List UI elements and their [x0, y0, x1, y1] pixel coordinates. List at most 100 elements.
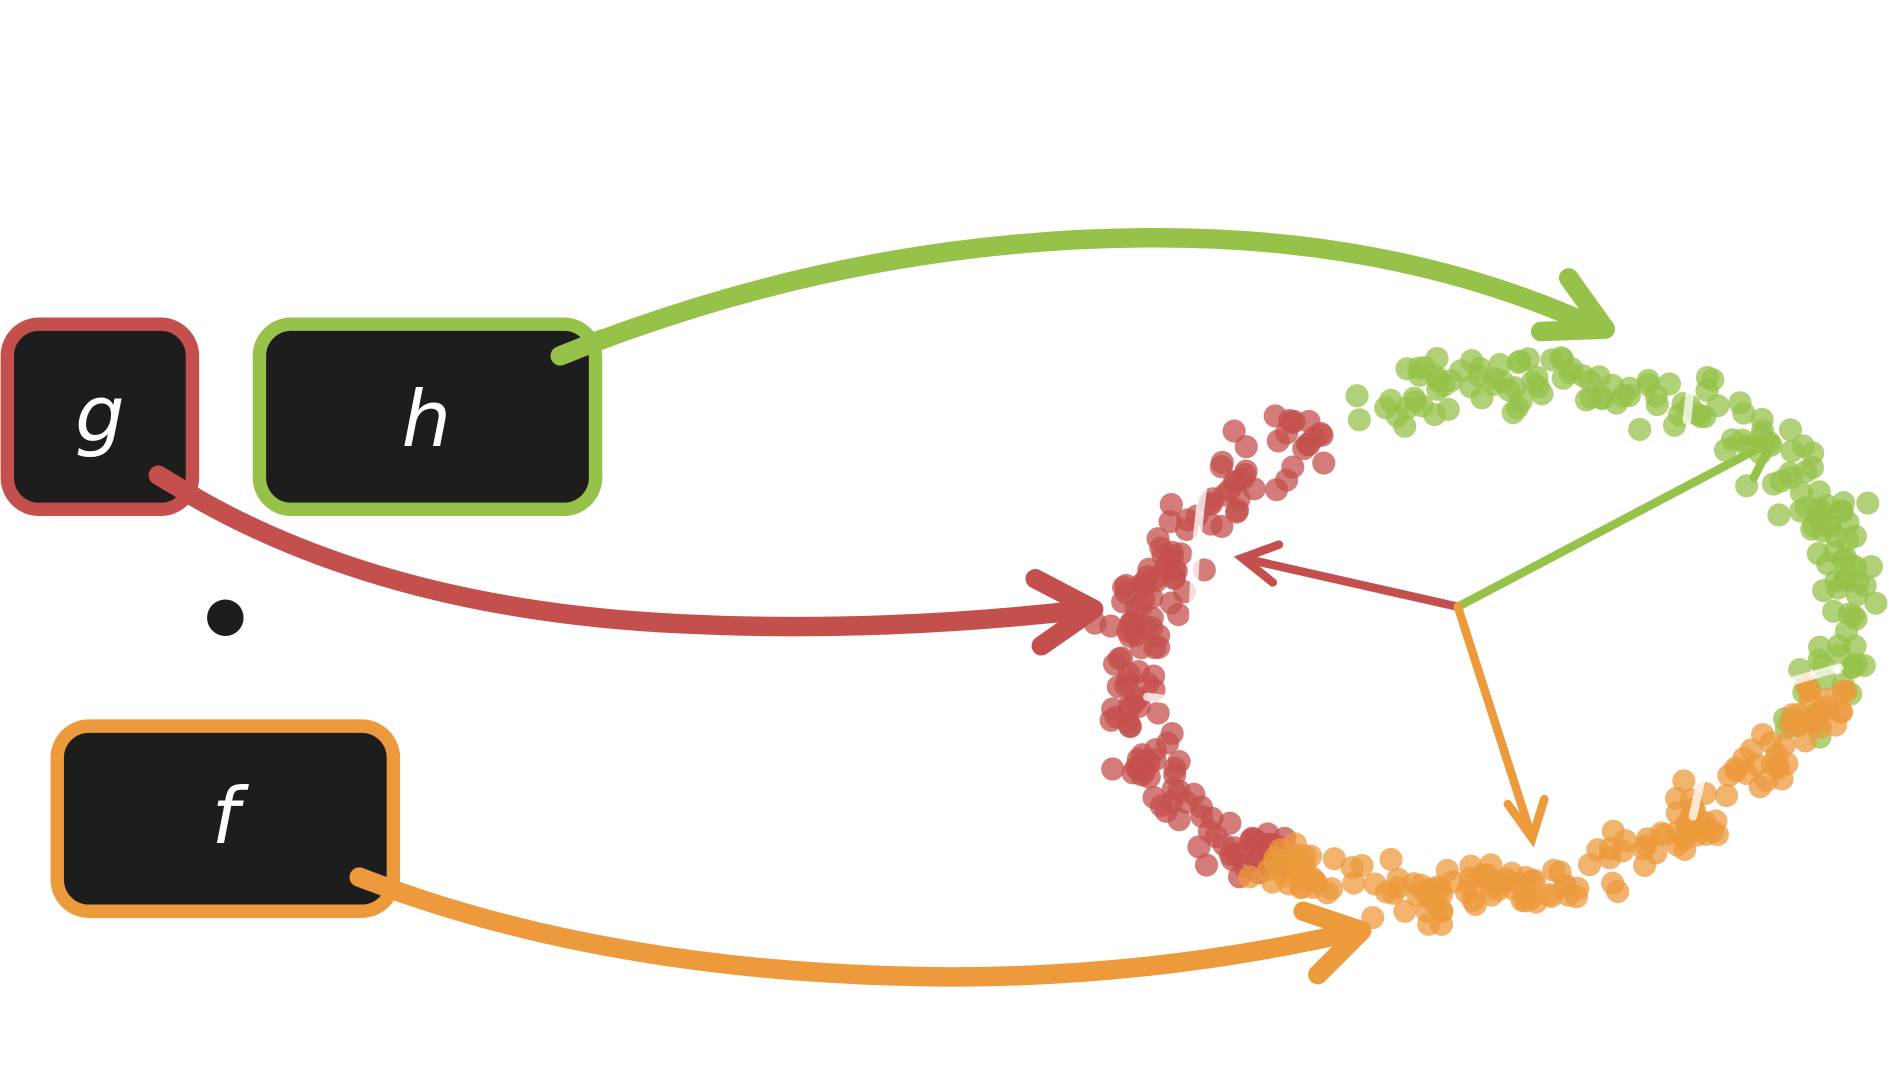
point-g [1312, 451, 1336, 475]
mapping-arrows [148, 227, 1615, 987]
box-h: h [252, 317, 603, 517]
point-h [1540, 348, 1564, 372]
point-h [1439, 369, 1463, 393]
point-h [1693, 405, 1717, 429]
point-g [1234, 435, 1258, 459]
point-h [1844, 555, 1868, 579]
point-h [1470, 386, 1494, 410]
point-h [1844, 607, 1868, 631]
point-g [1218, 811, 1242, 835]
point-g [1136, 672, 1160, 696]
point-g [1166, 602, 1191, 627]
point-g [1140, 585, 1164, 610]
point-g [1199, 512, 1223, 536]
point-h [1811, 519, 1835, 543]
point-g [1282, 409, 1306, 433]
vector-red [1233, 540, 1463, 612]
point-g [1147, 635, 1171, 659]
arrow-g [148, 465, 1104, 656]
point-h [1780, 439, 1804, 463]
point-h [1393, 414, 1417, 438]
box-h-label: h [402, 375, 451, 465]
point-f [1322, 847, 1346, 871]
point-h [1778, 418, 1803, 442]
point-f [1653, 823, 1677, 847]
point-f [1755, 769, 1779, 793]
point-g [1101, 697, 1125, 721]
point-g [1209, 455, 1233, 479]
point-f [1393, 899, 1417, 923]
point-g [1099, 614, 1123, 638]
point-f [1300, 866, 1324, 890]
point-g [1310, 423, 1334, 447]
point-h [1521, 370, 1545, 394]
point-h [1574, 388, 1599, 412]
point-h [1508, 349, 1532, 373]
point-f [1751, 723, 1775, 747]
point-h [1830, 500, 1854, 524]
box-f-frame [50, 719, 401, 918]
point-g [1135, 565, 1160, 589]
point-h [1408, 363, 1432, 387]
point-f [1428, 877, 1452, 901]
point-g [1163, 763, 1187, 787]
point-h [1611, 384, 1635, 408]
point-g [1118, 624, 1142, 648]
point-f [1799, 687, 1823, 711]
highlight-orange-horizontal [1676, 663, 1844, 717]
point-f [1644, 841, 1668, 865]
point-f [1435, 858, 1459, 883]
point-f [1238, 865, 1262, 889]
highlight-orange-vertical [1688, 653, 1740, 821]
box-f: f [50, 719, 401, 918]
point-g [1275, 468, 1299, 492]
point-f [1714, 783, 1739, 808]
point-f [1459, 854, 1483, 878]
point-f [1775, 752, 1799, 776]
composition-dot [207, 599, 244, 636]
point-h [1345, 384, 1369, 408]
vector-green [1453, 436, 1780, 612]
point-h [1845, 583, 1869, 607]
box-h-frame [252, 317, 603, 517]
point-g [1114, 581, 1139, 605]
point-f [1386, 876, 1410, 900]
point-h [1801, 441, 1825, 465]
point-f [1601, 871, 1625, 895]
arrow-g-start [148, 465, 205, 507]
point-g [1167, 808, 1191, 832]
point-h [1843, 524, 1867, 548]
point-h [1812, 579, 1836, 603]
point-h [1436, 397, 1460, 422]
point-g [1225, 498, 1250, 522]
point-g [1234, 459, 1258, 483]
point-g [1158, 510, 1182, 534]
point-h [1374, 396, 1398, 420]
point-h [1403, 390, 1427, 414]
center-vectors [1233, 436, 1780, 848]
arrow-h [550, 227, 1615, 366]
point-h [1347, 408, 1371, 432]
point-g [1154, 555, 1178, 579]
highlight-red-vertical [1188, 464, 1211, 772]
point-h [1822, 599, 1846, 623]
point-g [1222, 419, 1246, 443]
point-f [1542, 858, 1566, 882]
point-h [1751, 419, 1775, 443]
point-h [1840, 655, 1864, 679]
point-cloud [1083, 346, 1888, 936]
point-h [1460, 349, 1484, 373]
point-h [1425, 346, 1449, 370]
point-f [1613, 829, 1637, 853]
point-h [1808, 635, 1832, 659]
point-g [1201, 487, 1225, 511]
point-g [1137, 765, 1161, 789]
box-g-frame [0, 317, 200, 517]
point-g [1146, 527, 1170, 551]
point-f [1280, 848, 1305, 872]
point-f [1772, 733, 1796, 757]
arrow-h-start [550, 329, 613, 366]
point-g [1118, 714, 1142, 738]
point-g [1182, 782, 1206, 806]
point-g [1243, 827, 1267, 851]
